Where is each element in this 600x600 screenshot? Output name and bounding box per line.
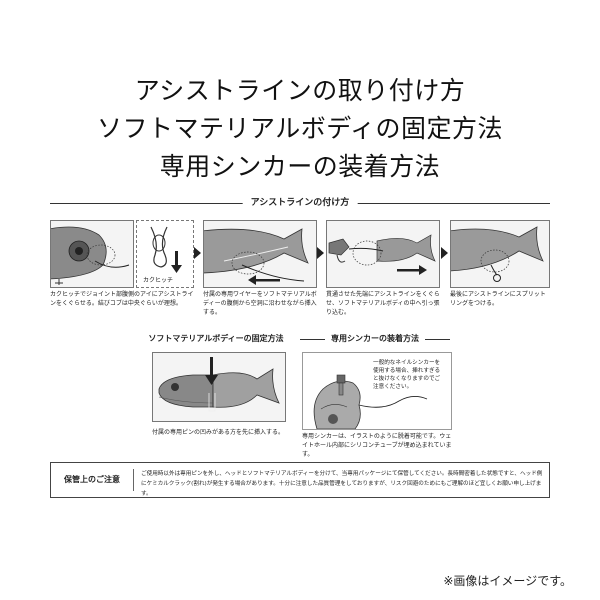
title-sinker: 専用シンカーの装着方法 — [159, 152, 441, 181]
pull-line-illustration — [328, 234, 436, 275]
assist-step4-illustration — [450, 220, 550, 288]
storage-notes-body: ご使用時以外は専用ピンを外し、ヘッドとソフトマテリアルボディーを分けて、当専用パ… — [141, 471, 543, 497]
assist-step3-illustration — [326, 220, 440, 288]
assist-step1-caption: カクヒッチでジョイント部腹側のアイにアシストラインをくぐらせる。結びコブは中央ぐ… — [50, 291, 194, 307]
kaku-hitch-label: カクヒッチ — [143, 277, 174, 284]
title-soft-body: ソフトマテリアルボディの固定方法 — [96, 114, 503, 143]
soft-body-wire-illustration — [204, 228, 309, 285]
storage-notes-title: 保管上のご注意 — [64, 475, 120, 484]
kaku-hitch-knot-icon — [150, 226, 182, 273]
assist-step4-caption: 最後にアシストラインにスプリットリングをつける。 — [450, 291, 546, 307]
knot-inset: カクヒッチ — [136, 220, 194, 288]
assist-step3-caption: 貫通させた先端にアシストラインをくぐらせ、ソフトマテリアルボディの中へ引っ張り込… — [326, 291, 440, 316]
title-block: アシストラインの取り付け方 ソフトマテリアルボディの固定方法 専用シンカーの装着… — [0, 72, 600, 186]
sinker-section-title: 専用シンカーの装着方法 — [325, 332, 425, 346]
pin-insert-illustration — [158, 357, 280, 412]
image-disclaimer: ※画像はイメージです。 — [443, 574, 572, 588]
sinker-section-header: 専用シンカーの装着方法 — [300, 332, 450, 346]
storage-notes-box: 保管上のご注意 ご使用時以外は専用ピンを外し、ヘッドとソフトマテリアルボディーを… — [50, 462, 550, 498]
lure-head-illustration — [51, 226, 130, 285]
assist-section-header: アシストラインの付け方 — [50, 196, 550, 210]
sinker-illustration: 一般的なネイルシンカーを使用する場合、挿れすぎると抜けなくなりますのでご注意くだ… — [302, 352, 452, 430]
notes-divider — [133, 469, 134, 491]
title-assist-line: アシストラインの取り付け方 — [134, 76, 466, 105]
sinker-warning-bubble: 一般的なネイルシンカーを使用する場合、挿れすぎると抜けなくなりますのでご注意くだ… — [373, 360, 441, 390]
soft-body-section-header: ソフトマテリアルボディーの固定方法 — [142, 332, 290, 346]
soft-body-section-title: ソフトマテリアルボディーの固定方法 — [142, 332, 290, 346]
sinker-caption: 専用シンカーは、イラストのように脱着可能です。ウェイトホール内部にシリコンチュー… — [302, 433, 452, 458]
assist-step2-caption: 付属の専用ワイヤーをソフトマテリアルボディーの腹側から空洞に沿わせながら挿入する… — [203, 291, 317, 316]
assist-step1-illustration — [50, 220, 134, 288]
soft-body-caption: 付属の専用ピンの凹みがある方を先に挿入する。 — [152, 429, 285, 436]
step-arrow-icon — [317, 247, 324, 259]
split-ring-illustration — [451, 226, 544, 282]
assist-step2-illustration — [203, 220, 317, 288]
step-arrow-icon — [194, 247, 201, 259]
sinker-tube-illustration — [313, 374, 428, 429]
assist-section-title: アシストラインの付け方 — [242, 196, 358, 210]
step-arrow-icon — [441, 247, 448, 259]
soft-body-illustration — [152, 352, 286, 422]
